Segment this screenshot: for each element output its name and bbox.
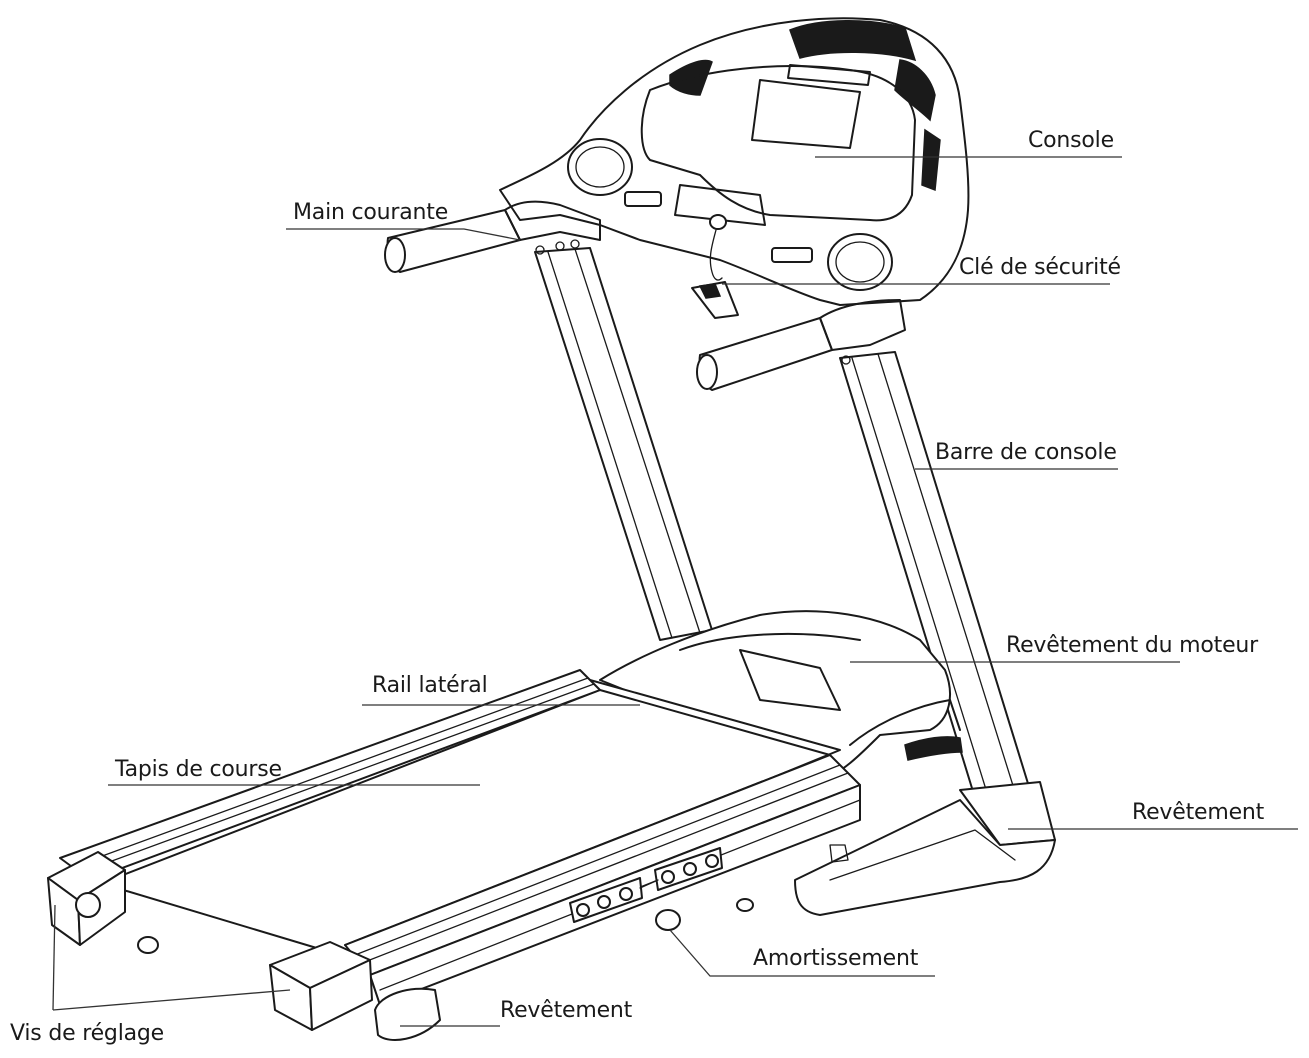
- label-handrail: Main courante: [293, 200, 449, 225]
- label-console-bar: Barre de console: [935, 440, 1117, 465]
- deck-drawing: [47, 669, 1056, 1041]
- motor-cover-drawing: [599, 610, 963, 781]
- label-damping: Amortissement: [753, 946, 919, 971]
- leader-lines: [52, 156, 1298, 1027]
- damping-drawing: [569, 847, 754, 931]
- label-console: Console: [1028, 128, 1114, 153]
- label-adjusting-screw: Vis de réglage: [10, 1021, 164, 1046]
- handrail-drawing: [384, 200, 906, 391]
- label-safety-key: Clé de sécurité: [959, 255, 1121, 280]
- safety-key-drawing: [691, 214, 739, 319]
- console-drawing: [499, 17, 970, 306]
- label-running-belt: Tapis de course: [115, 757, 282, 782]
- label-motor-cover: Revêtement du moteur: [1006, 633, 1259, 658]
- label-cover-right: Revêtement: [1132, 800, 1265, 825]
- label-side-rail: Rail latéral: [372, 673, 488, 698]
- label-cover-bottom: Revêtement: [500, 998, 633, 1023]
